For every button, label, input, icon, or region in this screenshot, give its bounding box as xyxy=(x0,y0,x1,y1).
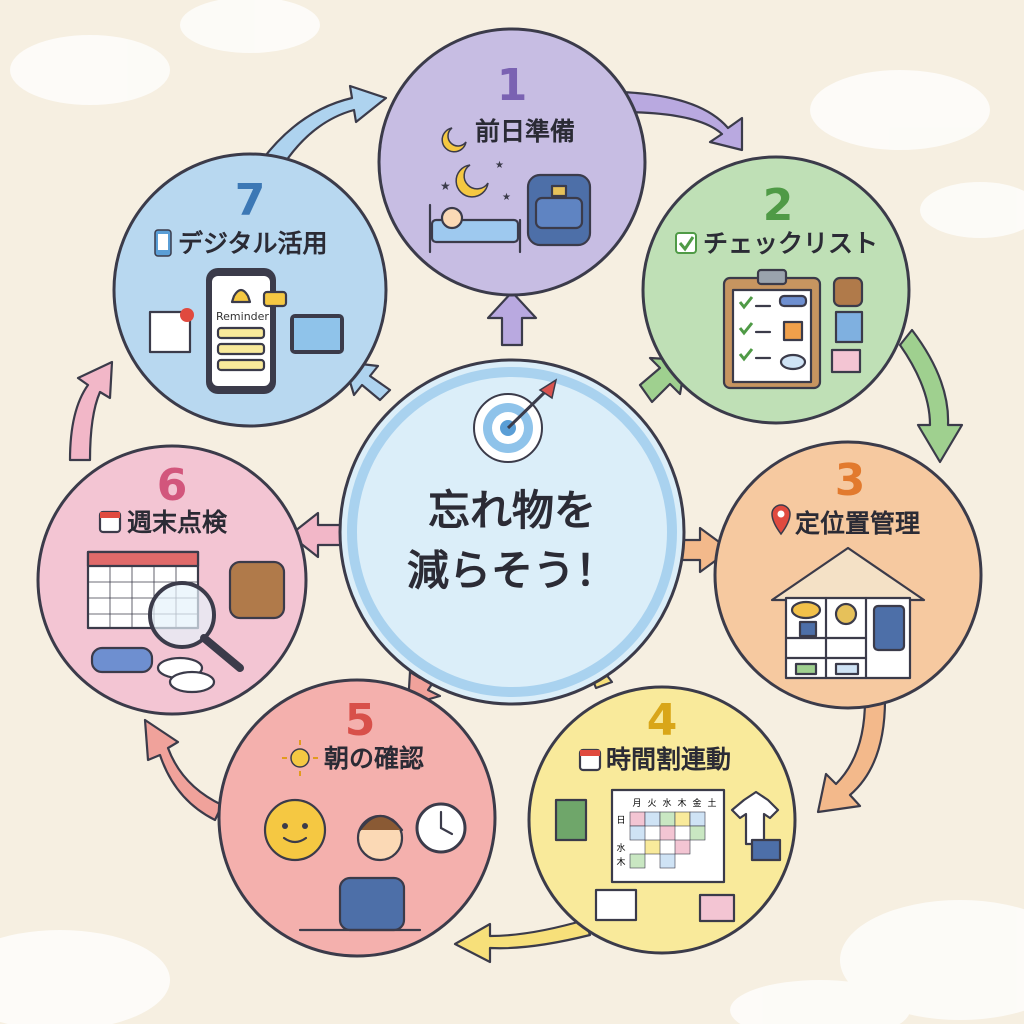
timetable-header: 火 xyxy=(647,798,656,809)
step-7-label: デジタル活用 xyxy=(178,229,328,258)
step-3-node: 3 定位置管理 xyxy=(713,440,983,710)
center-title-line1: 忘れ物を xyxy=(428,486,596,535)
checkbox-icon xyxy=(675,232,697,254)
arrow-3-to-4 xyxy=(816,698,887,814)
arrow-4-to-5 xyxy=(453,918,592,964)
step-3-label: 定位置管理 xyxy=(795,509,920,538)
center-hub: 忘れ物を 減らそう！ xyxy=(338,358,686,706)
timetable-illustration: 月火水木金土 日水木 xyxy=(554,788,782,923)
sleeping-child-illustration: ★ ★ ★ xyxy=(428,160,522,254)
step-3-number: 3 xyxy=(835,455,866,506)
sun-icon xyxy=(282,740,318,776)
arrow-2-to-3 xyxy=(898,328,964,464)
step-4-label: 時間割連動 xyxy=(606,745,731,774)
step-4-number: 4 xyxy=(647,695,678,746)
step-1-node: 1 前日準備 ★ ★ ★ xyxy=(377,27,647,297)
step-1-number: 1 xyxy=(497,60,528,111)
house-shelf-illustration xyxy=(770,546,926,680)
weekend-inspection-illustration xyxy=(86,550,286,694)
timetable-header: 金 xyxy=(692,797,701,809)
step-7-number: 7 xyxy=(235,175,266,226)
timetable-header: 木 xyxy=(677,797,686,809)
arrow-5-to-6 xyxy=(143,718,224,822)
step-5-number: 5 xyxy=(345,695,376,746)
step-5-node: 5 朝の確認 xyxy=(217,678,497,958)
arrow-7-to-1 xyxy=(260,84,388,172)
step-7-node: 7 デジタル活用 Reminder xyxy=(112,152,388,428)
arrow-1-to-2 xyxy=(618,90,744,152)
svg-text:★: ★ xyxy=(495,160,504,171)
calendar-icon xyxy=(578,748,602,772)
phone-icon xyxy=(154,229,172,257)
step-2-node: 2 チェックリスト xyxy=(641,155,911,425)
step-6-node: 6 週末点検 xyxy=(36,444,308,716)
step-2-label: チェックリスト xyxy=(703,229,878,258)
timetable-row-label: 日 xyxy=(616,815,625,826)
target-icon xyxy=(473,378,558,463)
center-title-line2: 減らそう！ xyxy=(407,546,617,595)
smartphone-reminder-illustration: Reminder xyxy=(148,268,344,394)
step-2-number: 2 xyxy=(763,180,794,231)
timetable-row-label: 木 xyxy=(616,856,625,868)
reminder-text: Reminder xyxy=(216,310,269,323)
step-4-node: 4 時間割連動 月火水木金土 日水木 xyxy=(527,685,797,955)
cycle-arrows xyxy=(68,84,964,964)
step-6-number: 6 xyxy=(157,460,188,511)
svg-text:★: ★ xyxy=(440,179,451,193)
timetable-row-label: 水 xyxy=(616,842,625,854)
step-1-label: 前日準備 xyxy=(475,117,575,146)
location-pin-icon xyxy=(771,504,791,536)
arrow-6-to-7 xyxy=(68,360,114,462)
clipboard-checklist-illustration xyxy=(722,268,864,390)
moon-icon xyxy=(441,127,467,153)
step-6-label: 週末点検 xyxy=(127,508,228,537)
timetable-header: 土 xyxy=(707,797,716,809)
timetable-header: 月 xyxy=(632,798,641,809)
morning-check-illustration xyxy=(263,798,467,932)
timetable-header: 水 xyxy=(662,797,671,809)
svg-text:★: ★ xyxy=(502,192,511,203)
step-5-label: 朝の確認 xyxy=(324,744,424,773)
school-backpack-icon xyxy=(526,173,592,247)
calendar-icon xyxy=(98,510,122,534)
